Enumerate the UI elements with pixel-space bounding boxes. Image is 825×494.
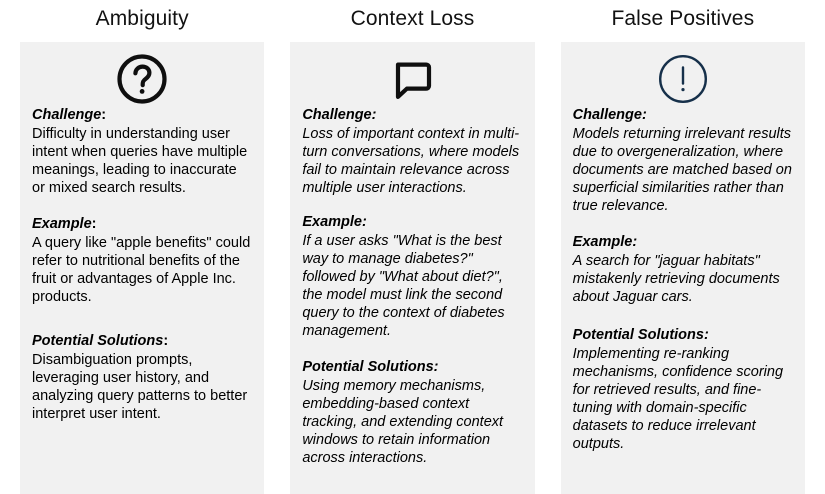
section-body: Loss of important context in multi-turn … [302,126,520,196]
column-ambiguity: Ambiguity Challenge: Difficulty in under… [20,0,265,494]
column-title-ambiguity: Ambiguity [95,7,189,30]
column-context-loss: Context Loss Challenge: Loss of importan… [290,0,535,494]
section-label-colon: : [632,234,638,250]
section-example: Example: If a user asks "What is the bes… [302,213,522,340]
section-label-colon: : [641,107,647,123]
section-body: Models returning irrelevant results due … [572,126,792,214]
section-challenge: Challenge: Loss of important context in … [302,106,522,197]
question-mark-circle-icon [32,52,252,106]
section-potential-solutions: Potential Solutions: Disambiguation prom… [32,332,252,423]
section-example: Example: A query like "apple benefits" c… [32,215,252,306]
section-body: A search for "jaguar habitats" mistakenl… [572,253,780,305]
section-label: Potential Solutions: [32,333,169,349]
exclamation-mark-circle-icon [573,52,793,106]
section-body: Using memory mechanisms, embedding-based… [302,378,504,466]
speech-bubble-icon [302,52,522,106]
column-false-positives: False Positives Challenge: Models return… [560,0,805,494]
column-title-false-positives: False Positives [611,7,755,30]
section-body: A query like "apple benefits" could refe… [32,235,251,305]
section-label: Example: [32,216,97,232]
section-label: Challenge: [302,107,377,123]
section-label: Challenge: [32,107,107,123]
section-label-colon: : [361,214,367,230]
section-body: Disambiguation prompts, leveraging user … [32,352,248,422]
panel-false-positives: Challenge: Models returning irrelevant r… [560,42,805,494]
panel-ambiguity: Challenge: Difficulty in understanding u… [20,42,265,494]
section-label-colon: : [371,107,377,123]
section-label: Example: [572,234,638,250]
section-body: Implementing re-ranking mechanisms, conf… [572,346,784,452]
section-potential-solutions: Potential Solutions: Using memory mechan… [302,358,522,467]
section-label: Potential Solutions: [572,327,709,343]
section-label: Potential Solutions: [302,359,439,375]
section-challenge: Challenge: Models returning irrelevant r… [573,106,793,215]
section-example: Example: A search for "jaguar habitats" … [573,233,793,306]
section-challenge: Challenge: Difficulty in understanding u… [32,106,252,197]
section-label-colon: : [163,333,169,349]
section-label-colon: : [433,359,439,375]
section-body: If a user asks "What is the best way to … [302,233,505,339]
section-label-colon: : [91,216,97,232]
section-label-colon: : [703,327,709,343]
section-potential-solutions: Potential Solutions: Implementing re-ran… [573,326,793,453]
column-title-context-loss: Context Loss [350,7,475,30]
section-label: Example: [302,214,367,230]
section-body: Difficulty in understanding user intent … [32,126,248,196]
panel-context-loss: Challenge: Loss of important context in … [290,42,535,494]
section-label: Challenge: [572,107,647,123]
section-label-colon: : [101,107,107,123]
